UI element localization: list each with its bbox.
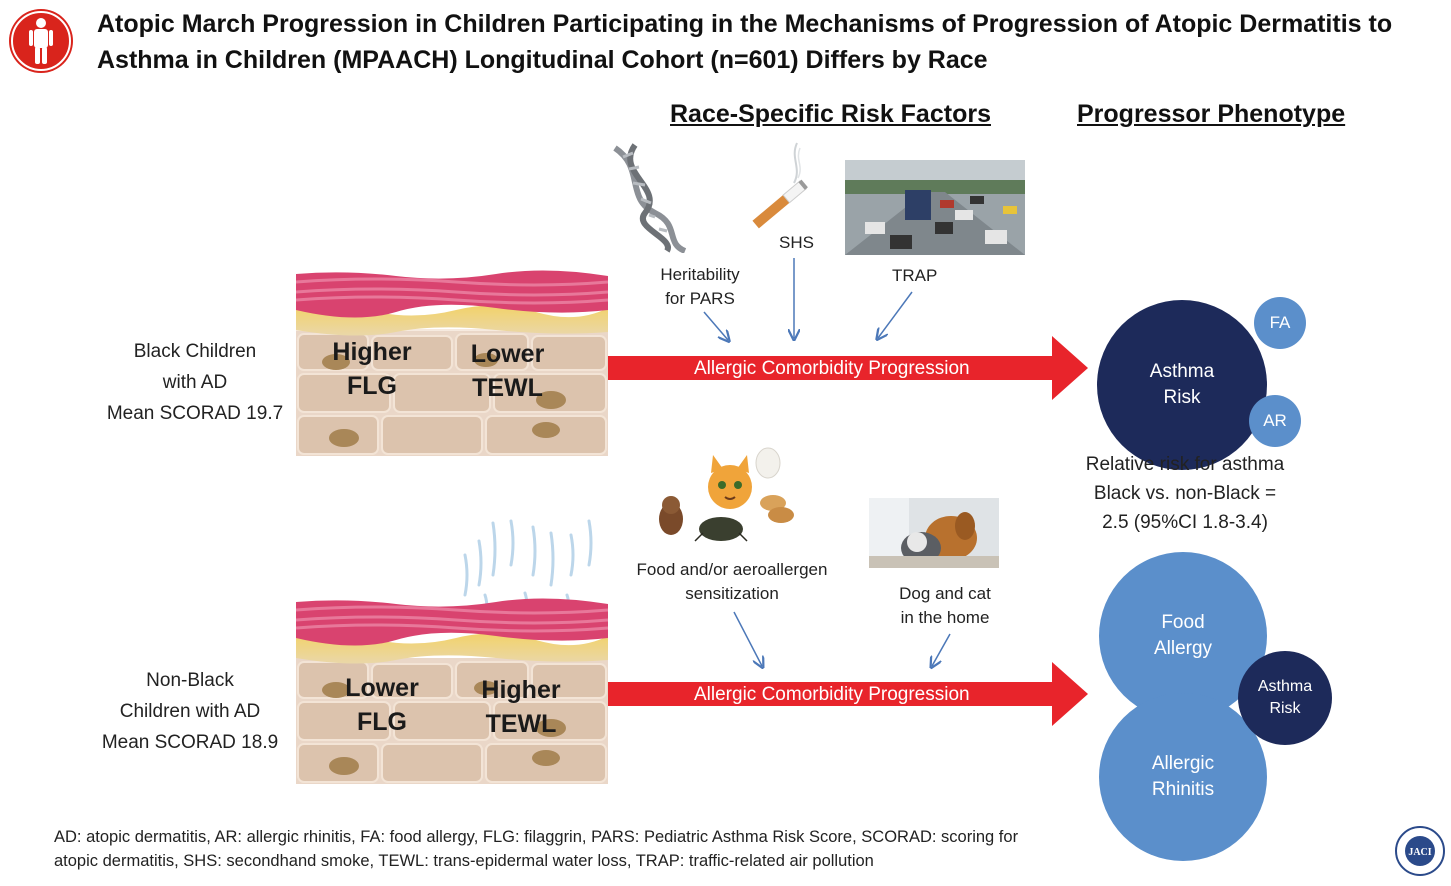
abbreviations-footnote: AD: atopic dermatitis, AR: allergic rhin… xyxy=(54,828,1019,870)
jaci-logo: JACI xyxy=(1395,826,1445,876)
dna-icon xyxy=(605,143,695,254)
factor-heritability: Heritability for PARS xyxy=(660,265,740,308)
nonblack-group-label: Non-Black Children with AD Mean SCORAD 1… xyxy=(101,670,279,753)
person-icon-logo xyxy=(8,8,74,74)
skin-cross-section-black xyxy=(295,270,609,456)
black-skin-right-label: Lower TEWL xyxy=(470,340,545,402)
progression-arrow-black xyxy=(608,334,1088,402)
black-skin-left-label: Higher FLG xyxy=(332,338,412,400)
bubble-fa: FA xyxy=(1254,297,1306,349)
nonblack-skin-right-label: Higher TEWL xyxy=(481,676,561,738)
risk-factor-arrows-black xyxy=(690,250,930,350)
arrow-label-nonblack: Allergic Comorbidity Progression xyxy=(694,684,970,705)
cigarette-icon xyxy=(742,138,812,238)
dog-and-cat-photo xyxy=(869,498,999,568)
relative-risk-text: Relative risk for asthma Black vs. non-B… xyxy=(1085,454,1285,533)
factor-sensitization: Food and/or aeroallergen sensitization xyxy=(636,560,828,603)
arrow-label-black: Allergic Comorbidity Progression xyxy=(694,358,970,379)
allergen-icons xyxy=(655,445,805,550)
factor-shs: SHS xyxy=(779,233,814,252)
nonblack-skin-left-label: Lower FLG xyxy=(345,674,419,736)
bubble-ar: AR xyxy=(1249,395,1301,447)
traffic-photo xyxy=(845,160,1025,255)
header-risk-factors: Race-Specific Risk Factors xyxy=(670,100,991,128)
black-group-label: Black Children with AD Mean SCORAD 19.7 xyxy=(106,341,284,424)
skin-cross-section-nonblack xyxy=(295,598,609,784)
progression-arrow-nonblack xyxy=(608,660,1088,728)
jaci-logo-text: JACI xyxy=(1408,847,1431,858)
risk-factor-arrows-nonblack xyxy=(720,600,960,680)
factor-trap: TRAP xyxy=(892,266,938,285)
header-progressor-phenotype: Progressor Phenotype xyxy=(1077,100,1346,128)
factor-pets: Dog and cat in the home xyxy=(899,584,991,627)
figure-title: Atopic March Progression in Children Par… xyxy=(97,10,1393,74)
